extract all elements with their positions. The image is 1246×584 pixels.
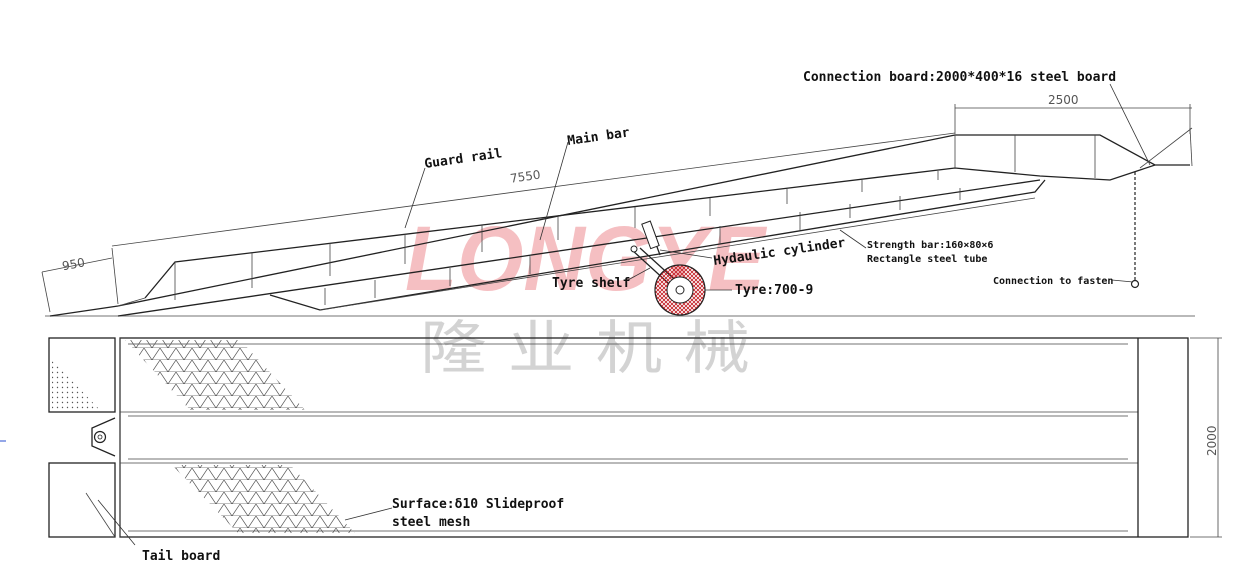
label-main-bar: Main bar <box>566 125 630 149</box>
leader-lines <box>404 83 1151 291</box>
label-tyre-shelf: Tyre shelf <box>552 276 630 291</box>
label-surface-2: steel mesh <box>392 515 470 530</box>
label-guard-rail: Guard rail <box>423 146 503 172</box>
rail-posts <box>174 135 1096 300</box>
tow-eye <box>91 417 116 457</box>
strength-bar <box>269 179 1046 311</box>
label-surface-1: Surface:δ10 Slideproof <box>392 497 564 512</box>
connection-chain <box>1130 172 1140 289</box>
main-bar <box>117 179 1041 317</box>
watermark-chinese: 隆 业 机 械 <box>420 314 750 382</box>
side-view: 2500 7550 950 Connection board:2000*400*… <box>41 70 1195 317</box>
watermark: LONGYE 隆 业 机 械 <box>405 208 767 382</box>
top-view: 2000 Surface:δ10 Slideproof steel mesh T… <box>0 337 1222 564</box>
ramp-deck <box>49 134 1190 317</box>
label-strength-bar-2: Rectangle steel tube <box>867 254 987 265</box>
mesh-region-upper <box>125 340 305 410</box>
dim-width: 2000 <box>1205 425 1219 456</box>
lower-struts <box>324 188 961 305</box>
tyre <box>654 264 706 316</box>
dim-tail-length: 950 <box>61 255 86 273</box>
label-connection-fasten: Connection to fasten <box>993 275 1113 287</box>
dim-ramp-length: 7550 <box>509 168 541 186</box>
width-dimension <box>1190 337 1222 538</box>
watermark-brand: LONGYE <box>405 208 767 310</box>
label-connection-board: Connection board:2000*400*16 steel board <box>803 70 1116 85</box>
hydraulic-cylinder <box>641 220 661 256</box>
tail-board-lower <box>48 462 116 538</box>
guard-rail <box>144 164 1156 299</box>
label-tyre: Tyre:700-9 <box>735 283 813 298</box>
mesh-region-lower <box>172 465 355 533</box>
dim-platform-length: 2500 <box>1048 93 1079 107</box>
label-strength-bar-1: Strength bar:160×80×6 <box>867 240 993 251</box>
tail-board-upper <box>48 337 116 413</box>
dimension-lines <box>41 104 1193 313</box>
label-tail-board: Tail board <box>142 549 220 564</box>
